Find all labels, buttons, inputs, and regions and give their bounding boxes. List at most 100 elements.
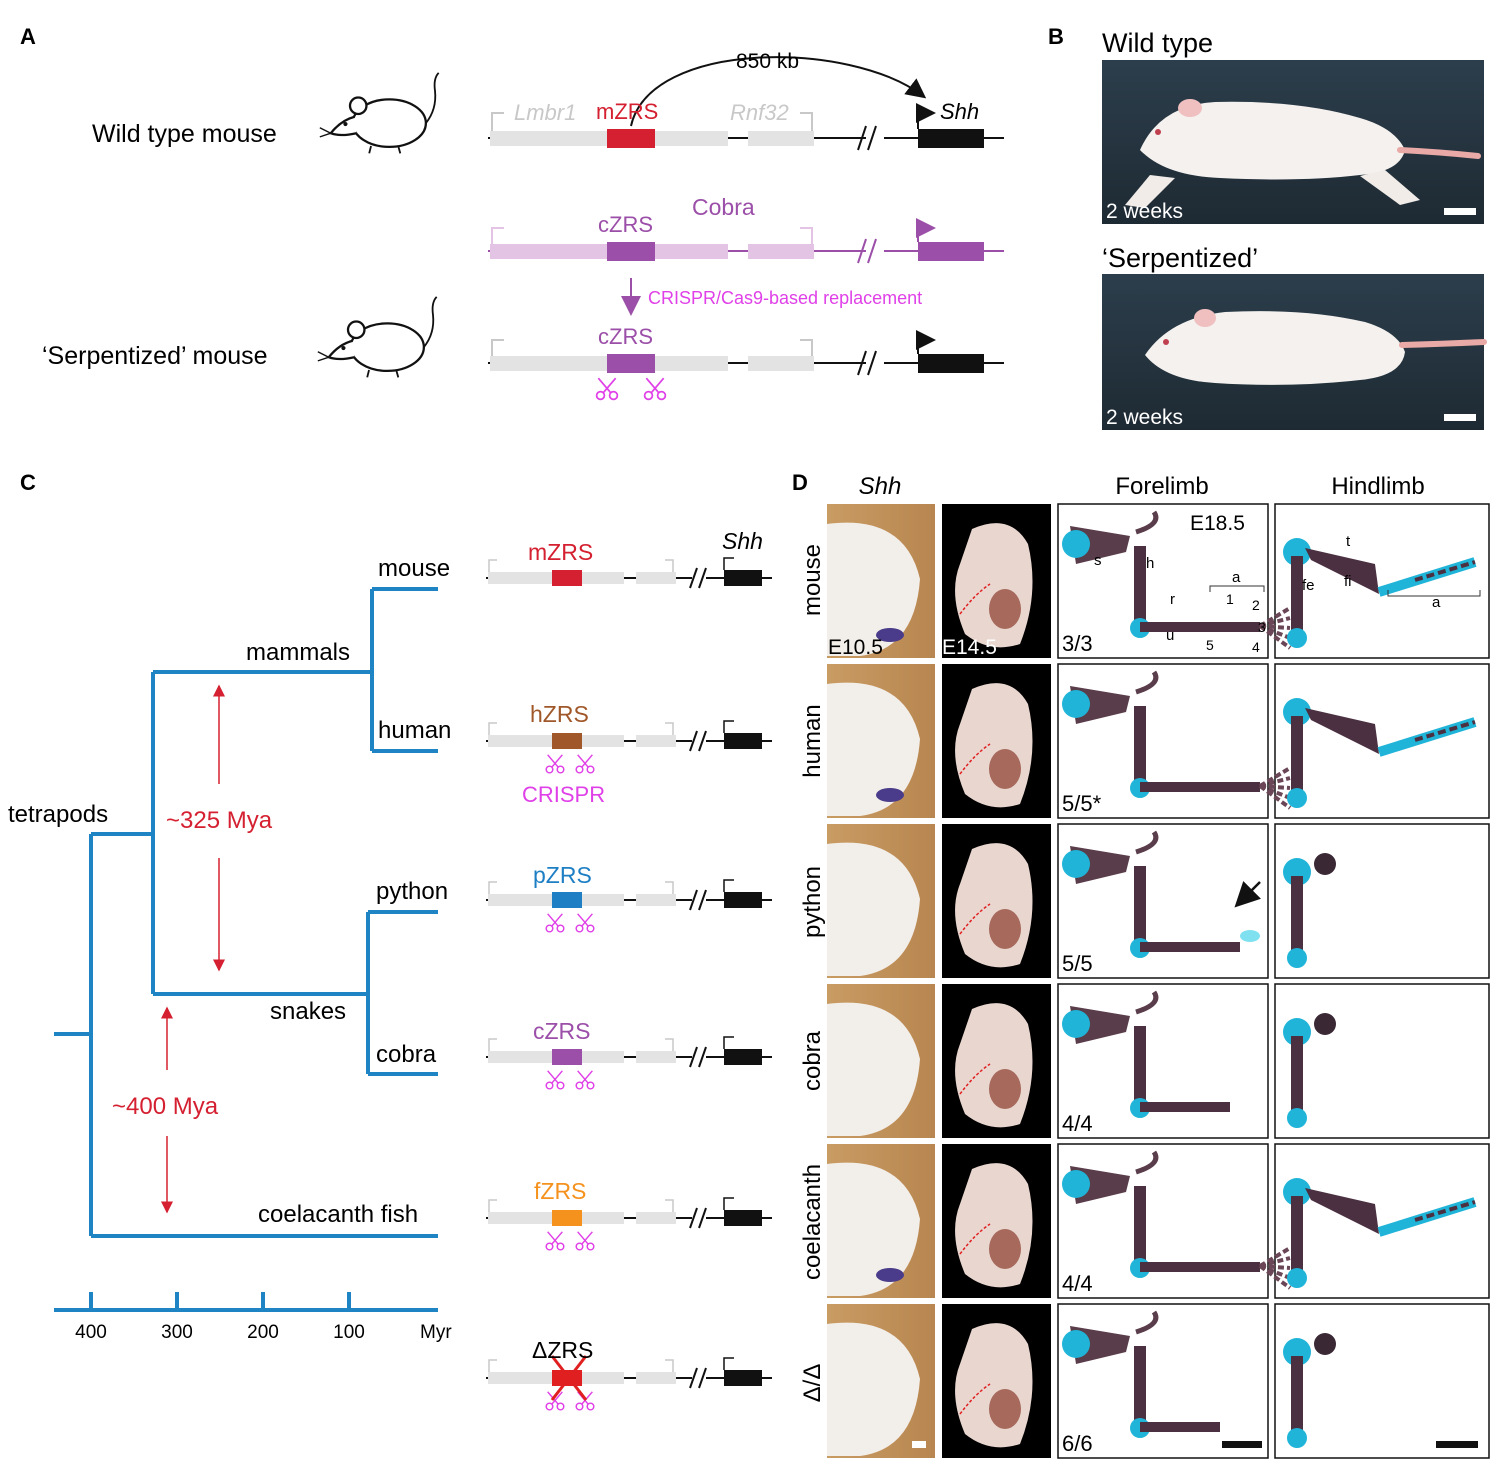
axis-tick-label: 300 bbox=[161, 1322, 193, 1343]
scissor-icon bbox=[545, 1070, 565, 1090]
scissor-icon bbox=[575, 913, 595, 933]
mzrs-box bbox=[607, 129, 655, 148]
shh-promoter-arrow bbox=[723, 557, 734, 570]
femur-bone bbox=[1291, 1196, 1303, 1278]
truncated-bone bbox=[1314, 853, 1336, 875]
label-fibula: fi bbox=[1344, 573, 1352, 590]
tibia-bone bbox=[1305, 708, 1379, 754]
label-scapula: s bbox=[1094, 552, 1102, 569]
hindlimb-skeleton bbox=[1283, 1333, 1336, 1448]
forelimb-skeleton bbox=[1062, 670, 1292, 810]
forelimb-skeleton bbox=[1062, 990, 1230, 1118]
break-mark bbox=[689, 1207, 698, 1229]
distance-label: 850 kb bbox=[736, 50, 799, 73]
wild-type-locus: 850 kb Lmbr1 mZRS Rnf32 Shh bbox=[488, 50, 1004, 151]
forearm-bone bbox=[1140, 1102, 1230, 1112]
count-python: 5/5 bbox=[1062, 951, 1093, 976]
phenotype-row bbox=[827, 823, 1490, 979]
shh-expression-spot bbox=[876, 628, 904, 642]
shh-box bbox=[724, 1370, 762, 1386]
construct-pzrs-label: pZRS bbox=[533, 862, 592, 888]
cartilage bbox=[1283, 698, 1311, 726]
break-mark bbox=[698, 1046, 707, 1068]
clavicle-bone bbox=[1135, 990, 1159, 1015]
humerus-bone bbox=[1134, 546, 1146, 628]
serpentized-age-label: 2 weeks bbox=[1106, 406, 1183, 429]
construct-row bbox=[486, 1036, 772, 1090]
construct-row bbox=[486, 1355, 772, 1411]
forelimb-panel bbox=[1057, 1303, 1269, 1459]
tibia-bone bbox=[1305, 1188, 1379, 1234]
forelimb-panel bbox=[1057, 823, 1269, 979]
deletion-cross bbox=[550, 1355, 588, 1401]
limb-bud bbox=[827, 1322, 920, 1456]
cartilage bbox=[1287, 948, 1307, 968]
header-shh: Shh bbox=[859, 473, 902, 500]
panel-a: A Wild type mouse ‘Serpentized’ mouse 85… bbox=[20, 24, 1004, 401]
count-mouse: 3/3 bbox=[1062, 631, 1093, 656]
construct-row bbox=[486, 720, 772, 774]
break-mark bbox=[698, 730, 707, 752]
forelimb-panel bbox=[1057, 663, 1269, 819]
femur-bone bbox=[1291, 556, 1303, 638]
row-label-human: human bbox=[799, 704, 826, 777]
construct-mzrs-label: mZRS bbox=[528, 539, 593, 565]
promoter-arrow bbox=[665, 1359, 674, 1372]
limb-bud bbox=[827, 682, 920, 816]
construct-hzrs-label: hZRS bbox=[530, 701, 589, 727]
hindlimb-panel bbox=[1274, 663, 1490, 819]
forelimb-panel bbox=[1057, 503, 1269, 659]
construct-row bbox=[486, 1197, 772, 1251]
header-forelimb: Forelimb bbox=[1115, 473, 1208, 500]
rudimentary-digit bbox=[1240, 930, 1260, 942]
clavicle-bone bbox=[1135, 1150, 1159, 1175]
scissor-icon bbox=[545, 754, 565, 774]
scissor-icon bbox=[575, 754, 595, 774]
phenotype-grid bbox=[827, 503, 1490, 1459]
panel-b: B Wild type 2 weeks ‘Serpentized’ 2 week… bbox=[1048, 24, 1487, 430]
construct-dzrs-label: ΔZRS bbox=[532, 1337, 593, 1363]
promoter-arrow bbox=[488, 881, 497, 894]
shh-promoter-arrow bbox=[723, 1357, 734, 1370]
promoter-arrow bbox=[488, 559, 497, 572]
embryo-liver bbox=[989, 1069, 1021, 1109]
mya-325-label: ~325 Mya bbox=[166, 807, 273, 834]
cobra-locus: cZRS Cobra CRISPR/Cas9-based replacement bbox=[488, 194, 1004, 316]
shh-box bbox=[724, 733, 762, 749]
hindlimb-panel bbox=[1274, 1143, 1490, 1299]
break-mark bbox=[698, 1207, 707, 1229]
break-mark bbox=[698, 567, 707, 589]
label-ulna: u bbox=[1166, 627, 1174, 644]
axis-tick-label: 100 bbox=[333, 1322, 365, 1343]
phenotype-row bbox=[827, 983, 1490, 1139]
mzrs-label: mZRS bbox=[596, 99, 658, 124]
femur-bone bbox=[1291, 1036, 1303, 1118]
forearm-bone bbox=[1140, 942, 1240, 952]
label-femur: fe bbox=[1302, 577, 1315, 594]
panel-b-label: B bbox=[1048, 24, 1064, 49]
panel-d: D Shh Forelimb Hindlimb mouse human pyth… bbox=[792, 470, 1490, 1459]
promoter-arrow bbox=[488, 1038, 497, 1051]
row-label-mouse: mouse bbox=[799, 544, 826, 616]
promoter-arrow bbox=[665, 722, 674, 735]
construct-shh-label: Shh bbox=[722, 528, 763, 554]
cartilage bbox=[1062, 1330, 1090, 1358]
phenotype-row bbox=[827, 503, 1490, 659]
femur-bone bbox=[1291, 716, 1303, 798]
promoter-arrow bbox=[665, 559, 674, 572]
shh-promoter-arrow bbox=[723, 879, 734, 892]
limb-bud bbox=[827, 842, 920, 976]
scissor-icon bbox=[575, 1391, 595, 1411]
serpentized-photo: 2 weeks bbox=[1102, 274, 1487, 430]
wild-type-age-label: 2 weeks bbox=[1106, 200, 1183, 223]
break-mark bbox=[689, 1046, 698, 1068]
scale-bar bbox=[1222, 1441, 1262, 1448]
panel-c: C mouse human python cobra coelacanth fi… bbox=[8, 470, 772, 1411]
enhancer-long-range-arrow bbox=[630, 56, 927, 127]
count-coelacanth: 4/4 bbox=[1062, 1271, 1093, 1296]
forearm-bone bbox=[1140, 1422, 1220, 1432]
count-delta: 6/6 bbox=[1062, 1431, 1093, 1456]
shh-box bbox=[724, 1049, 762, 1065]
scale-bar bbox=[1444, 414, 1476, 421]
shh-promoter-arrow bbox=[723, 1036, 734, 1049]
